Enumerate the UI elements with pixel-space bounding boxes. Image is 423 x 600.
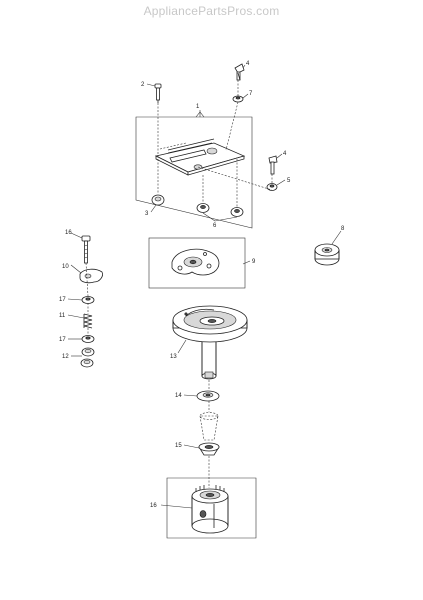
sleeve xyxy=(199,380,219,441)
callout-10: 10 xyxy=(62,264,69,270)
callout-8: 8 xyxy=(341,226,345,232)
spring-11 xyxy=(83,313,93,329)
washer-17-top xyxy=(81,296,95,304)
callout-12: 12 xyxy=(62,354,69,360)
callout-17-top: 17 xyxy=(59,297,66,303)
callout-5: 5 xyxy=(287,178,291,184)
screw-16-left xyxy=(81,235,91,264)
callout-6: 6 xyxy=(213,223,217,229)
feed-cam xyxy=(171,248,220,276)
washer-17-bottom xyxy=(81,335,95,343)
hook-13 xyxy=(172,305,248,380)
callout-1: 1 xyxy=(196,104,200,110)
nut-6-left xyxy=(196,203,210,213)
nut-3 xyxy=(151,194,165,206)
callout-16-left: 16 xyxy=(65,230,72,236)
bushing-15 xyxy=(198,442,220,456)
callout-2: 2 xyxy=(141,82,145,88)
callout-labels: 1 2 3 4 4 5 6 7 8 9 10 11 12 13 14 15 16… xyxy=(59,61,345,509)
callout-13: 13 xyxy=(170,354,177,360)
callout-3: 3 xyxy=(145,211,149,217)
screw-4-right xyxy=(268,155,278,175)
pin-2 xyxy=(154,83,162,103)
screw-4-top xyxy=(234,63,245,81)
callout-16-gear: 16 xyxy=(150,503,157,509)
watermark-text: AppliancePartsPros.com xyxy=(143,4,280,18)
washer-14 xyxy=(196,390,220,402)
nut-12 xyxy=(80,347,95,368)
callout-4-right: 4 xyxy=(283,151,287,157)
leader-lines xyxy=(67,64,342,509)
gear-16 xyxy=(191,485,229,534)
callout-17-bottom: 17 xyxy=(59,337,66,343)
group-box-1 xyxy=(135,110,253,229)
washer-7 xyxy=(232,95,244,103)
bobbin-8 xyxy=(314,243,340,266)
callout-4-top: 4 xyxy=(246,61,250,67)
feed-plate xyxy=(154,138,246,176)
callout-9: 9 xyxy=(252,259,256,265)
group-box-16 xyxy=(166,477,257,539)
nut-6-right xyxy=(230,207,244,217)
callout-15: 15 xyxy=(175,443,182,449)
callout-7: 7 xyxy=(249,91,253,97)
callout-14: 14 xyxy=(175,393,182,399)
lever-10 xyxy=(79,268,103,284)
washer-5 xyxy=(266,183,278,191)
callout-11: 11 xyxy=(59,313,66,319)
